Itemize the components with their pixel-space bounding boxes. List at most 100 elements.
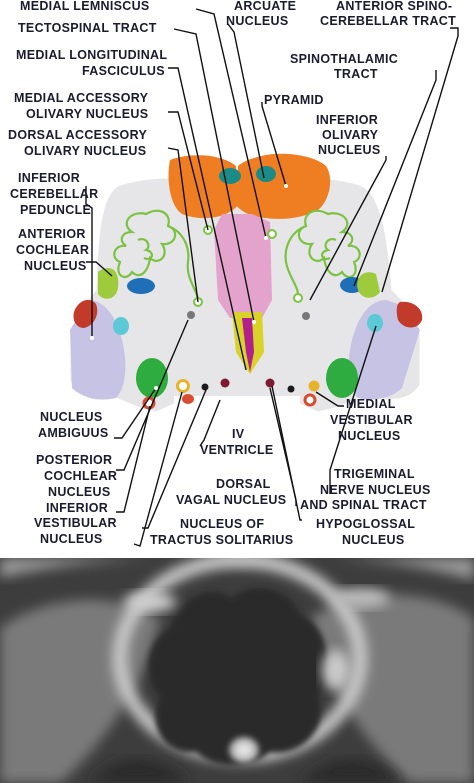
leader-inf-cerebellar	[85, 186, 93, 338]
label-medial-accessory-line2: OLIVARY NUCLEUS	[26, 107, 148, 121]
label-icp-line2: CEREBELLAR	[10, 187, 98, 201]
label-post-cochlear-line2: COCHLEAR	[44, 469, 117, 483]
label-inf-olivary-line1: INFERIOR	[316, 113, 378, 127]
label-inf-olivary-line2: OLIVARY	[322, 128, 379, 142]
label-pyramid: PYRAMID	[264, 93, 324, 107]
dot-amb	[154, 386, 158, 390]
label-trigeminal-line1: TRIGEMINAL	[334, 467, 415, 481]
mri-spot-left-top	[124, 592, 176, 612]
inferior-olivary-right-tail	[284, 224, 307, 299]
label-inf-olivary-line3: NUCLEUS	[318, 143, 381, 157]
label-solitarius-line1: NUCLEUS OF	[180, 517, 264, 531]
label-inf-vestibular-line3: NUCLEUS	[40, 532, 103, 546]
leader-endpoints	[90, 184, 288, 390]
label-ambiguus-line1: NUCLEUS	[40, 410, 103, 424]
solitarius-left	[176, 379, 190, 393]
label-mlf-line1: MEDIAL LONGITUDINAL	[16, 48, 167, 62]
leader-solitarius	[133, 391, 183, 547]
nucleus-ambiguus-right	[326, 358, 358, 398]
anterior-spinocerebellar-right	[357, 272, 380, 298]
label-spinothalamic-line2: TRACT	[334, 67, 378, 81]
label-tectospinal-tract: TECTOSPINAL TRACT	[18, 21, 157, 35]
mri-spot-right-top	[330, 588, 390, 608]
label-medial-vestibular-line1: MEDIAL	[346, 397, 396, 411]
leader-pyramid	[261, 102, 287, 187]
dorsal-accessory-olivary-right	[293, 293, 303, 303]
grey-dot-right	[302, 312, 310, 320]
leader-ant-spino	[381, 27, 459, 293]
label-icp-line3: PEDUNCLE	[20, 203, 91, 217]
label-anterior-cochlear-line2: COCHLEAR	[16, 243, 89, 257]
leader-inf-vestibular	[116, 405, 151, 513]
arcuate-nucleus-left	[219, 168, 241, 184]
section-divider	[0, 556, 474, 558]
label-ant-spino-line1: ANTERIOR SPINO-	[336, 0, 452, 13]
label-inf-vestibular-line1: INFERIOR	[46, 501, 108, 515]
label-dorsal-accessory-line2: OLIVARY NUCLEUS	[24, 144, 146, 158]
label-mlf-line2: FASCICULUS	[82, 64, 165, 78]
inferior-olivary-left-tail	[167, 224, 200, 299]
label-arcuate-line1: ARCUATE	[234, 0, 296, 13]
grey-dot-left	[187, 311, 195, 319]
nucleus-ambiguus-left	[136, 358, 168, 398]
label-post-cochlear-line3: NUCLEUS	[48, 485, 111, 499]
label-trigeminal-line3: AND SPINAL TRACT	[300, 498, 427, 512]
label-solitarius-line2: TRACTUS SOLITARIUS	[150, 533, 293, 547]
mri-medulla	[148, 587, 328, 766]
leader-mlf	[168, 67, 247, 371]
label-post-cochlear-line1: POSTERIOR	[36, 453, 112, 467]
mri-lower-dark	[90, 758, 190, 783]
mri-lower-dark-right	[300, 758, 400, 783]
medulla-diagram-svg: MEDIAL LEMNISCUS TECTOSPINAL TRACT MEDIA…	[8, 0, 459, 547]
leader-medial-lemniscus	[195, 8, 267, 239]
label-arcuate-line2: NUCLEUS	[226, 14, 289, 28]
spinothalamic-left	[127, 278, 155, 294]
leader-medial-accessory	[168, 111, 209, 231]
inferior-olivary-right	[297, 209, 361, 279]
anterior-cochlear-left	[113, 317, 129, 335]
pyramid-right-main	[250, 153, 331, 219]
mri-spot-right	[322, 650, 350, 690]
label-hypoglossal-line2: NUCLEUS	[342, 533, 405, 547]
label-dorsal-vagal-line2: VAGAL NUCLEUS	[176, 493, 286, 507]
leader-lines	[85, 8, 459, 547]
label-ant-spino-line2: CEREBELLAR TRACT	[320, 14, 456, 28]
leader-iv-ventricle	[199, 399, 221, 447]
mri-scan-svg	[0, 558, 474, 783]
label-inf-vestibular-line2: VESTIBULAR	[34, 516, 117, 530]
inferior-olivary-left	[113, 209, 177, 279]
dorsal-vagal-left	[201, 383, 209, 391]
hypoglossal-left	[220, 378, 230, 388]
label-spinothalamic-line1: SPINOTHALAMIC	[290, 52, 398, 66]
mri-scan	[0, 558, 474, 783]
leader-dorsal-vagal	[142, 389, 207, 529]
label-iv-ventricle-line2: VENTRICLE	[200, 443, 274, 457]
inferior-vestibular-right	[303, 393, 317, 407]
dot-ml	[264, 236, 268, 240]
leader-trigeminal	[329, 325, 377, 494]
mri-spot-center	[228, 736, 260, 764]
mri-right-tissue	[310, 594, 474, 783]
medulla-diagram: MEDIAL LEMNISCUS TECTOSPINAL TRACT MEDIA…	[8, 0, 459, 547]
leader-medial-vestibular	[315, 391, 344, 407]
label-medial-vestibular-line3: NUCLEUS	[338, 429, 401, 443]
medial-accessory-olivary-right	[267, 229, 277, 239]
leader-hypoglossal	[271, 385, 302, 521]
label-hypoglossal-line1: HYPOGLOSSAL	[316, 517, 415, 531]
hypoglossal-right	[265, 378, 275, 388]
tectospinal-tract	[242, 318, 254, 372]
label-trigeminal-line2: NERVE NUCLEUS	[320, 483, 431, 497]
dot-ts	[252, 320, 256, 324]
leader-tectospinal	[173, 28, 255, 323]
right-vestibular-region	[348, 300, 420, 400]
label-medial-lemniscus: MEDIAL LEMNISCUS	[20, 0, 150, 13]
label-dorsal-vagal-line1: DORSAL	[216, 477, 271, 491]
leader-dorsal-accessory	[167, 147, 199, 303]
label-ambiguus-line2: AMBIGUUS	[38, 426, 108, 440]
leader-spinothalamic	[353, 70, 437, 287]
inferior-cerebellar-peduncle-right	[396, 301, 423, 328]
leader-ambiguus	[114, 387, 157, 439]
anterior-cochlear-right	[367, 314, 383, 332]
anterior-spinocerebellar-left	[98, 267, 119, 299]
dot-pyr	[284, 184, 288, 188]
